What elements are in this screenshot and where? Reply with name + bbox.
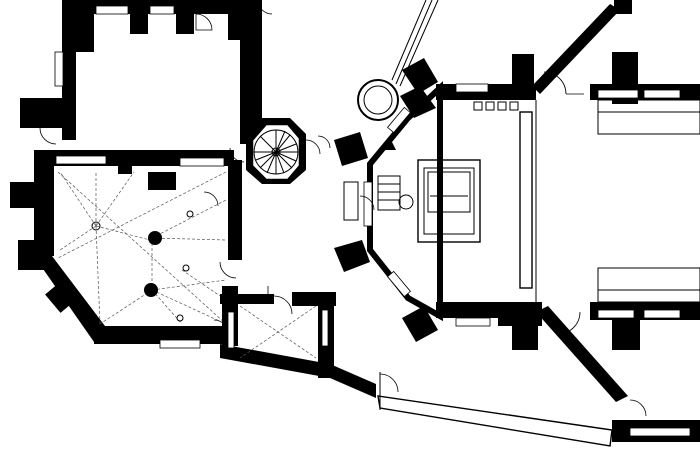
altar	[417, 159, 481, 243]
room-north-rectangular	[20, 0, 273, 145]
room-small-vaulted	[220, 286, 376, 398]
corridor-south	[377, 372, 613, 447]
column-south	[144, 283, 158, 297]
room-vaulted-hall	[10, 150, 242, 349]
room-apse-choir	[334, 0, 536, 342]
column-north	[148, 231, 162, 245]
pews	[597, 99, 700, 303]
chancel-screen	[519, 111, 533, 289]
room-nave	[498, 0, 700, 442]
vault-boss	[91, 221, 101, 231]
altar-steps	[377, 175, 401, 211]
room-spiral-stair	[229, 118, 321, 184]
round-font	[357, 79, 399, 121]
